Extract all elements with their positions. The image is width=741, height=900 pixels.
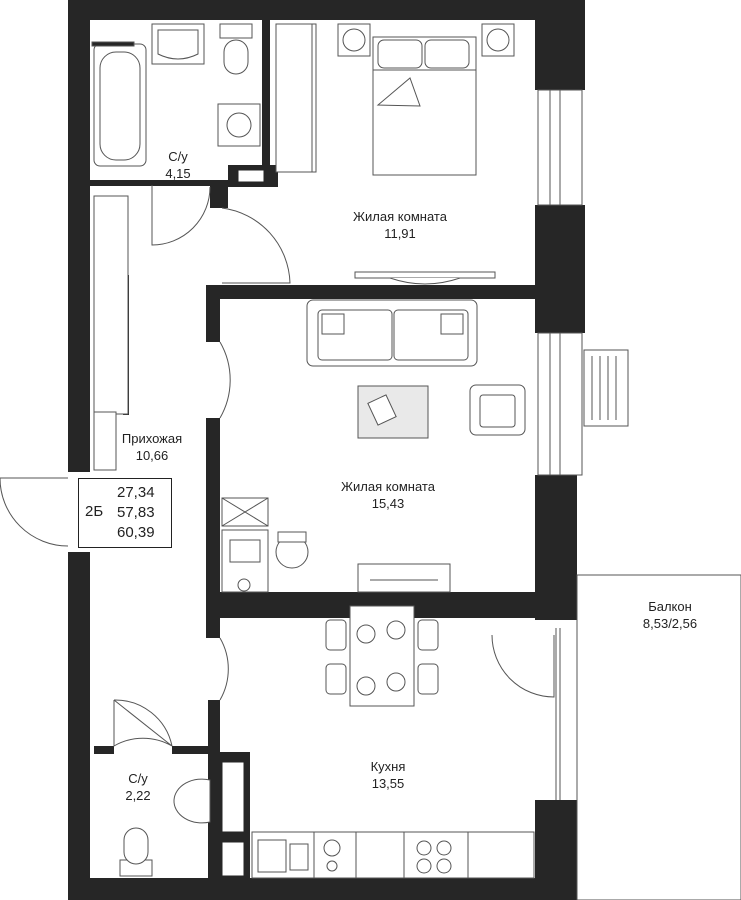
room-bath1-name: С/у	[168, 149, 188, 164]
apartment-areas: 27,34 57,83 60,39	[117, 483, 155, 543]
room-bedroom: Жилая комната 11,91	[353, 208, 447, 242]
furniture	[91, 23, 535, 879]
room-balcony: Балкон 8,53/2,56	[643, 598, 697, 632]
room-hall-name: Прихожая	[121, 431, 183, 446]
room-living: Жилая комната 15,43	[341, 478, 435, 512]
room-bath2-name: С/у	[128, 771, 148, 786]
room-bedroom-area: 11,91	[384, 226, 416, 241]
room-balcony-name: Балкон	[648, 599, 692, 614]
room-kitchen-name: Кухня	[370, 759, 406, 774]
room-bath2-area: 2,22	[125, 788, 151, 803]
room-hall-area: 10,66	[135, 448, 169, 463]
balcony	[555, 574, 741, 900]
room-balcony-area: 8,53/2,56	[642, 616, 698, 631]
doors	[0, 185, 555, 747]
room-living-name: Жилая комната	[341, 479, 435, 494]
room-hall: Прихожая 10,66	[122, 430, 182, 464]
room-kitchen: Кухня 13,55	[371, 758, 406, 792]
room-bedroom-name: Жилая комната	[353, 209, 447, 224]
room-living-area: 15,43	[371, 496, 405, 511]
room-bath1: С/у 4,15	[165, 148, 190, 182]
room-kitchen-area: 13,55	[371, 776, 405, 791]
living-area-value: 27,34	[117, 484, 155, 501]
apartment-type: 2Б	[85, 503, 104, 520]
room-bath1-area: 4,15	[165, 166, 191, 181]
total-area-value: 57,83	[117, 504, 155, 521]
apartment-legend: 2Б 27,34 57,83 60,39	[78, 478, 172, 548]
total-with-balcony-value: 60,39	[117, 524, 155, 541]
room-bath2: С/у 2,22	[125, 770, 150, 804]
